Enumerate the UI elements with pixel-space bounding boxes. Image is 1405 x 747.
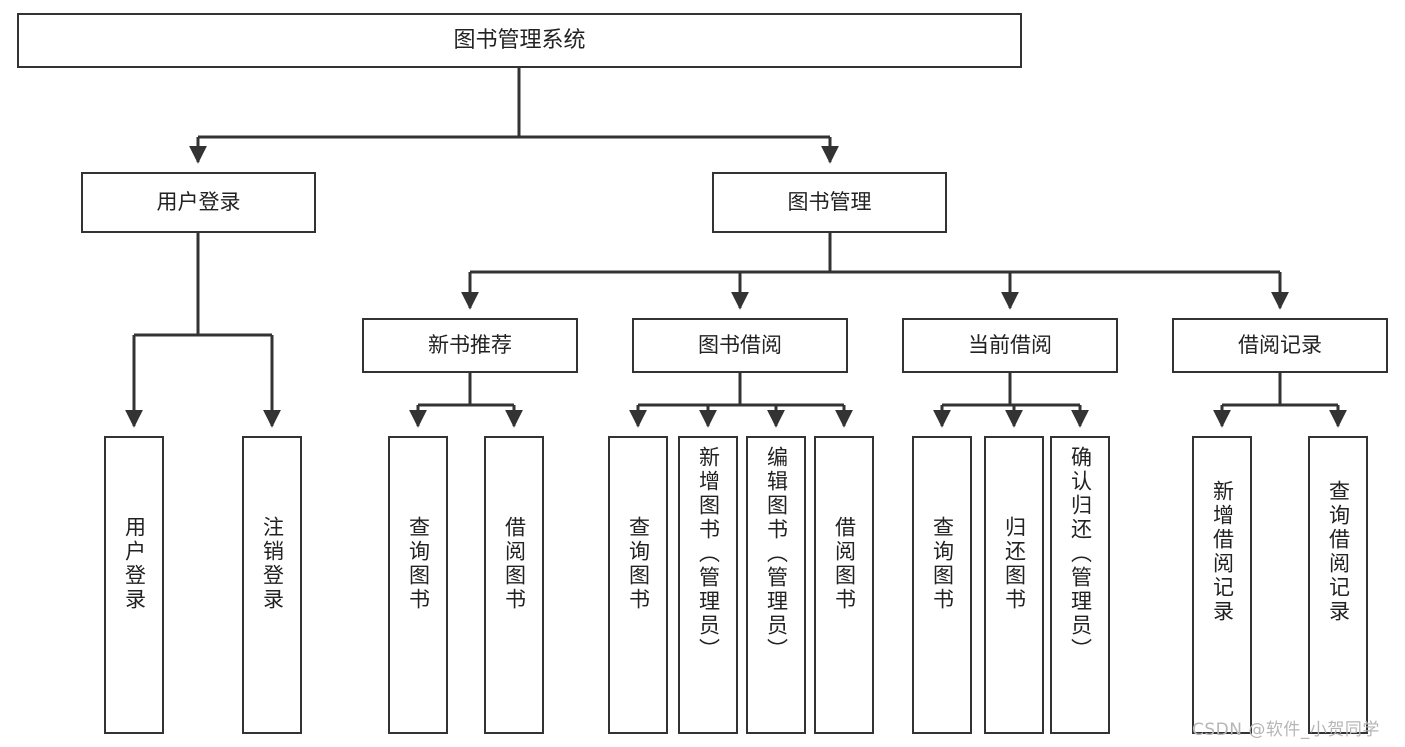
node-leaf-query-book-2[interactable]: 查询图书 <box>608 436 668 734</box>
node-leaf-add-book-admin-label: 新增图书（管理员） <box>696 446 721 662</box>
node-leaf-confirm-return-admin-label: 确认归还（管理员） <box>1068 446 1093 662</box>
node-leaf-user-login[interactable]: 用户登录 <box>104 436 164 734</box>
node-user-login[interactable]: 用户登录 <box>81 172 316 233</box>
node-leaf-query-borrow-record[interactable]: 查询借阅记录 <box>1308 436 1368 734</box>
node-leaf-borrow-book-1[interactable]: 借阅图书 <box>484 436 544 734</box>
node-leaf-return-book-label: 归还图书 <box>1002 516 1027 612</box>
node-leaf-edit-book-admin[interactable]: 编辑图书（管理员） <box>746 436 806 734</box>
node-leaf-query-book-1[interactable]: 查询图书 <box>388 436 448 734</box>
node-book-borrow-label: 图书借阅 <box>698 333 782 358</box>
node-book-manage-label: 图书管理 <box>787 190 872 215</box>
node-new-book-recommend-label: 新书推荐 <box>428 333 512 358</box>
node-borrow-record-label: 借阅记录 <box>1238 333 1322 358</box>
node-leaf-add-borrow-record[interactable]: 新增借阅记录 <box>1192 436 1252 734</box>
node-leaf-query-book-3-label: 查询图书 <box>930 516 955 612</box>
node-leaf-query-book-2-label: 查询图书 <box>626 516 651 612</box>
node-leaf-query-book-1-label: 查询图书 <box>406 516 431 612</box>
node-new-book-recommend[interactable]: 新书推荐 <box>362 318 578 373</box>
node-book-manage[interactable]: 图书管理 <box>712 172 947 233</box>
node-leaf-edit-book-admin-label: 编辑图书（管理员） <box>764 446 789 662</box>
node-current-borrow-label: 当前借阅 <box>968 333 1052 358</box>
node-leaf-return-book[interactable]: 归还图书 <box>984 436 1044 734</box>
node-current-borrow[interactable]: 当前借阅 <box>902 318 1118 373</box>
node-book-borrow[interactable]: 图书借阅 <box>632 318 848 373</box>
node-leaf-add-book-admin[interactable]: 新增图书（管理员） <box>678 436 738 734</box>
node-root-label: 图书管理系统 <box>453 27 586 53</box>
node-root[interactable]: 图书管理系统 <box>17 13 1022 68</box>
node-leaf-borrow-book-1-label: 借阅图书 <box>502 516 527 612</box>
node-leaf-borrow-book-2-label: 借阅图书 <box>832 516 857 612</box>
csdn-watermark: CSDN @软件_小贺同学 <box>1192 720 1380 740</box>
node-leaf-user-login-label: 用户登录 <box>122 516 147 612</box>
node-leaf-user-logout[interactable]: 注销登录 <box>242 436 302 734</box>
node-leaf-query-borrow-record-label: 查询借阅记录 <box>1326 480 1351 624</box>
node-leaf-confirm-return-admin[interactable]: 确认归还（管理员） <box>1050 436 1110 734</box>
node-user-login-label: 用户登录 <box>156 190 241 215</box>
node-leaf-user-logout-label: 注销登录 <box>260 516 285 612</box>
node-leaf-query-book-3[interactable]: 查询图书 <box>912 436 972 734</box>
node-leaf-add-borrow-record-label: 新增借阅记录 <box>1210 480 1235 624</box>
node-borrow-record[interactable]: 借阅记录 <box>1172 318 1388 373</box>
node-leaf-borrow-book-2[interactable]: 借阅图书 <box>814 436 874 734</box>
